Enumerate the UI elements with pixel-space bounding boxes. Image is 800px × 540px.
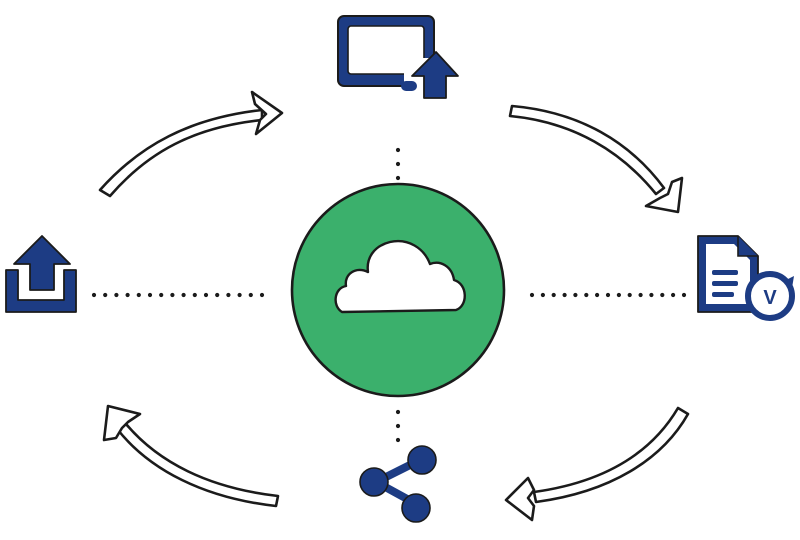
- connector-dot: [660, 292, 665, 298]
- arrow-top-to-right-body: [508, 104, 666, 196]
- arrow-right-to-bottom: [504, 406, 690, 522]
- arrow-bottom-to-left: [102, 404, 280, 508]
- connector-dot: [671, 292, 676, 298]
- connector-dot: [627, 292, 632, 298]
- connector-dot: [215, 292, 220, 298]
- connector-dot: [147, 292, 153, 298]
- connector-dot: [170, 292, 175, 298]
- arrow-left-to-top-body: [98, 108, 264, 198]
- connector-dot: [103, 292, 108, 298]
- cloud-icon: [334, 239, 466, 314]
- connector-dot: [395, 437, 401, 443]
- connector-dot: [616, 292, 622, 298]
- connector-dot: [395, 161, 401, 167]
- center-cloud-node: [290, 182, 506, 398]
- connector-dot: [395, 409, 401, 415]
- connector-dot: [529, 292, 535, 298]
- version-badge-label: V: [763, 287, 777, 309]
- arrow-top-to-right-head: [644, 176, 684, 214]
- connector-dot: [540, 292, 546, 298]
- version-badge: V: [745, 271, 795, 321]
- connector-dot: [395, 423, 401, 429]
- connector-right-dotted: [529, 292, 687, 298]
- connector-dot: [91, 292, 97, 298]
- arrow-bottom-to-left-head: [102, 404, 142, 442]
- connector-dot: [114, 292, 119, 298]
- arrow-right-to-bottom-body: [532, 406, 690, 504]
- arrow-left-to-top: [98, 90, 284, 198]
- share-icon: [359, 445, 437, 523]
- upload-tray-icon: [5, 235, 77, 313]
- connector-dot: [237, 292, 242, 298]
- connector-dot: [248, 292, 253, 298]
- arrow-top-to-right: [508, 104, 684, 214]
- connector-dot: [181, 292, 186, 298]
- connector-dot: [584, 292, 589, 298]
- connector-dot: [226, 292, 231, 298]
- connector-top-dotted: [395, 147, 401, 181]
- arrow-right-to-bottom-head: [504, 476, 536, 522]
- connector-dot: [562, 292, 567, 298]
- connector-dot: [595, 292, 600, 298]
- connector-left-dotted: [91, 292, 265, 298]
- connector-dot: [259, 292, 265, 298]
- connector-dot: [395, 147, 401, 153]
- connector-dot: [159, 292, 164, 298]
- connector-dot: [203, 292, 209, 298]
- connector-dot: [649, 292, 654, 298]
- connector-dot: [192, 292, 197, 298]
- connector-dot: [681, 292, 687, 298]
- arrow-left-to-top-head: [250, 90, 284, 136]
- arrow-bottom-to-left-body: [116, 422, 280, 508]
- connector-dot: [136, 292, 141, 298]
- document-versioning-icon: V: [697, 235, 795, 321]
- connector-dot: [638, 292, 643, 298]
- connector-dot: [573, 292, 578, 298]
- screen-upload-icon: [337, 15, 459, 99]
- connector-dot: [395, 175, 401, 181]
- connector-dot: [605, 292, 611, 298]
- connector-bottom-dotted: [395, 409, 401, 443]
- connector-dot: [125, 292, 130, 298]
- connector-dot: [551, 292, 556, 298]
